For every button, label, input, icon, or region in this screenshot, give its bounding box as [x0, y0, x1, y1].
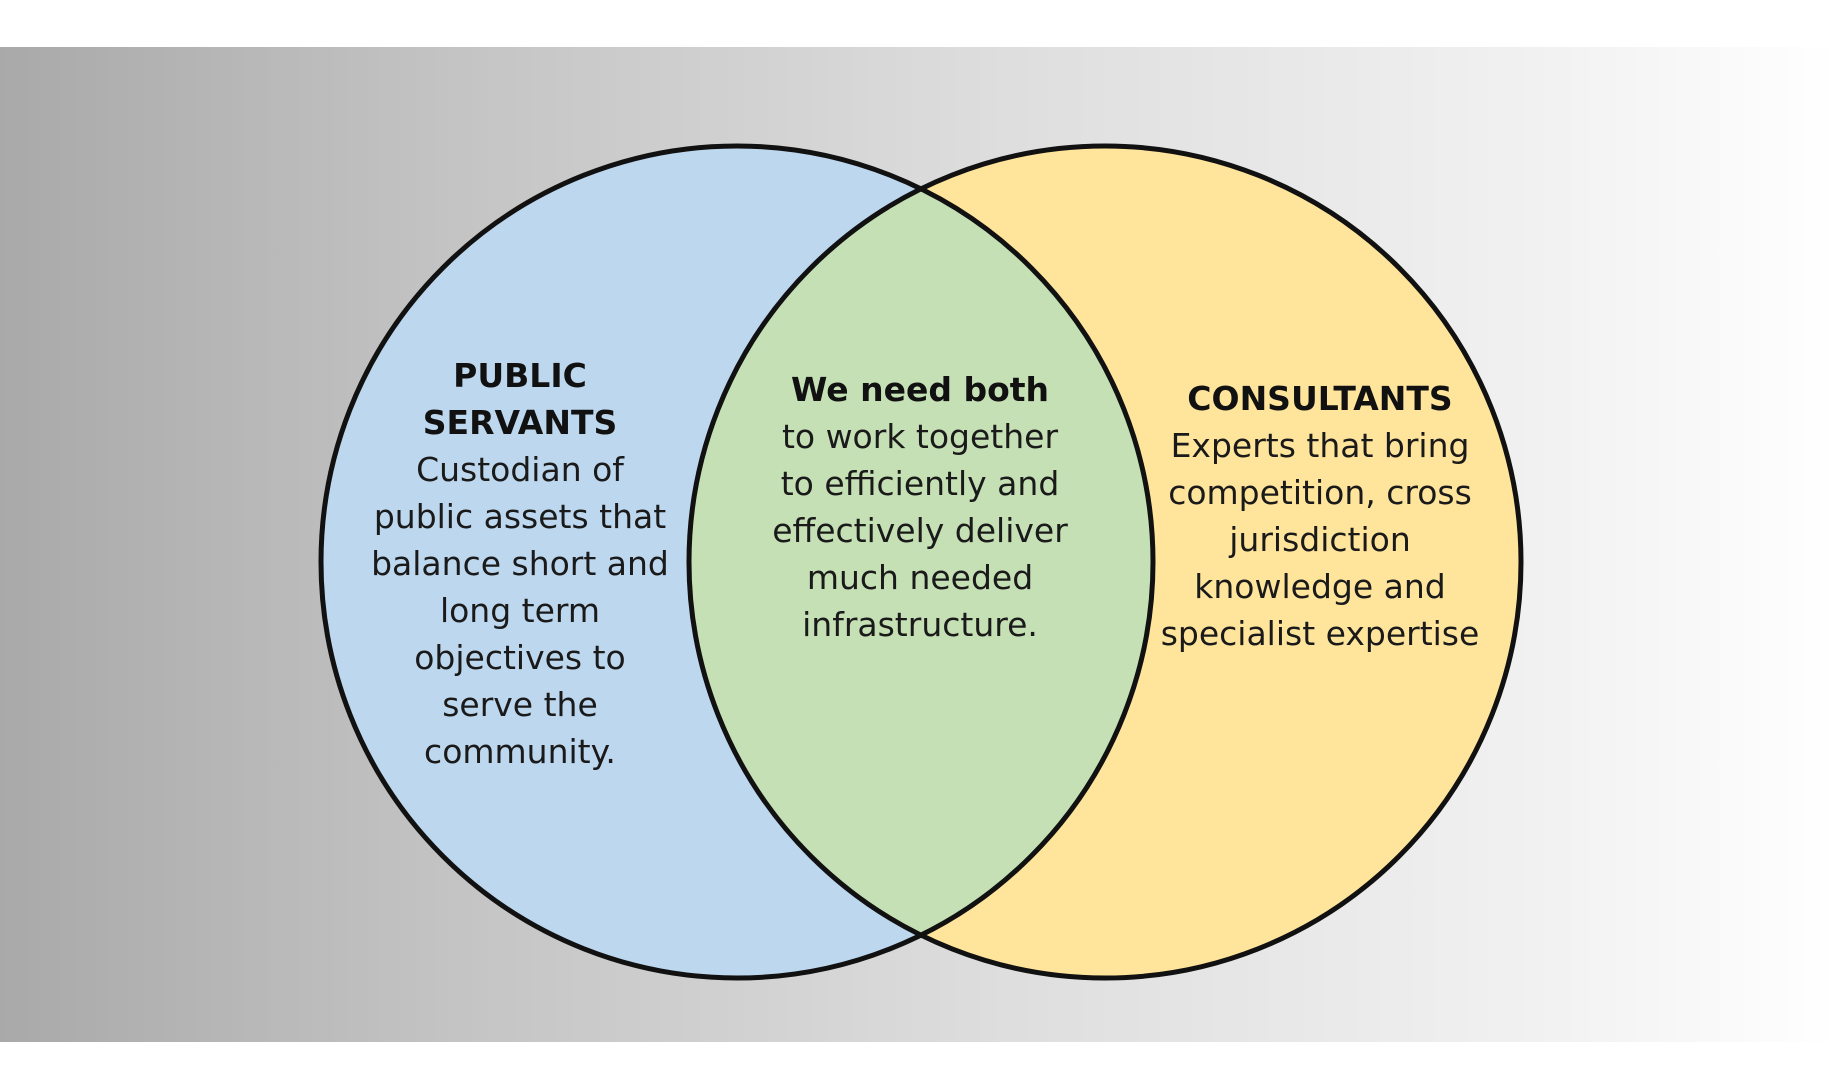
public-servants-label: PUBLIC SERVANTS Custodian of public asse… — [370, 352, 670, 775]
overlap-region — [689, 146, 1153, 978]
public-servants-title: PUBLIC SERVANTS — [422, 356, 618, 442]
overlap-title: We need both — [790, 370, 1050, 409]
consultants-label: CONSULTANTS Experts that bring competiti… — [1150, 375, 1490, 657]
overlap-label: We need both to work together to efficie… — [770, 366, 1070, 648]
public-servants-description: Custodian of public assets that balance … — [371, 450, 669, 771]
right-circle-outline — [686, 143, 1524, 981]
overlap-description: to work together to efficiently and effe… — [772, 417, 1068, 644]
consultants-title: CONSULTANTS — [1187, 379, 1453, 418]
left-circle-outline — [318, 143, 1156, 981]
consultants-description: Experts that bring competition, cross ju… — [1160, 426, 1480, 653]
